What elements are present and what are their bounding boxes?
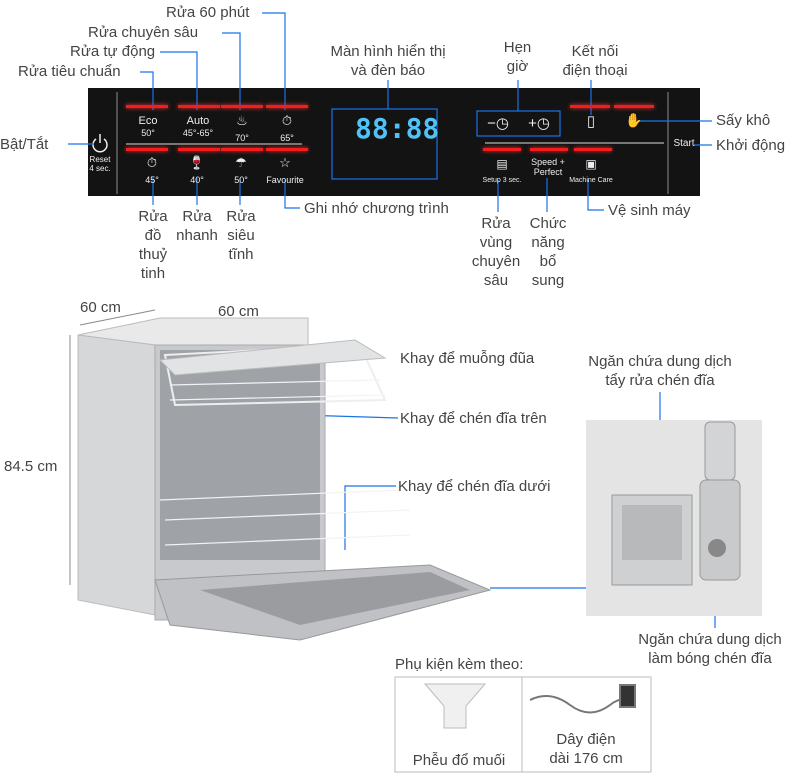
label-start: Khởi động [716,137,786,154]
start-button[interactable]: Start [673,138,695,149]
drying-icon[interactable]: ✋ [625,112,643,128]
salt-funnel-image [423,683,487,729]
power-icon [92,134,108,153]
label-cutlery-tray: Khay để muỗng đũa [400,350,535,367]
label-upper-rack: Khay để chén đĩa trên [400,410,547,427]
quick-button[interactable]: 🍷40° [188,155,206,185]
dimension-width: 60 cm [218,303,259,320]
label-intensive: Rửa chuyên sâu [88,24,199,41]
label-dry: Sấy khô [716,112,771,129]
label-lower-rack: Khay để chén đĩa dưới [398,478,551,495]
dimension-height: 84.5 cm [4,458,58,475]
favourite-button[interactable]: ☆Favourite [266,155,304,185]
machine-care-button[interactable]: ▣Machine Care [569,157,613,184]
label-eco: Rửa tiêu chuẩn [18,63,121,80]
label-60min: Rửa 60 phút [166,4,250,21]
intensive-button[interactable]: ♨70° [235,113,249,143]
accessories-box [394,676,652,773]
label-machine-care: Vệ sinh máy [608,202,691,219]
dimension-depth: 60 cm [80,299,121,316]
reset-label: Reset [89,155,111,164]
phone-connect-icon[interactable]: ▯ [586,113,596,130]
label-power: Bật/Tắt [0,136,49,153]
silence-button[interactable]: ☂50° [234,155,248,185]
reset-sec: 4 sec. [89,164,111,173]
speed-perfect-button[interactable]: Speed +Perfect [531,157,565,177]
setup-button[interactable]: ▤Setup 3 sec. [482,157,522,184]
display-digits: 88:88 [355,112,440,145]
label-auto: Rửa tự động [70,43,156,60]
display-screen [331,108,438,180]
glass-button[interactable]: ⏱45° [145,155,159,185]
timer-plus-button[interactable]: +◷ [528,115,550,132]
dispenser-photo [586,420,762,616]
timer-minus-button[interactable]: −◷ [487,115,509,132]
accessories-title: Phụ kiện kèm theo: [395,656,524,673]
dishwasher-image [77,317,492,641]
label-favourite: Ghi nhớ chương trình [304,200,449,217]
accessory-funnel-label: Phễu đổ muối [412,752,506,769]
power-cord-image [529,684,636,714]
one-hour-button[interactable]: ⏱65° [280,113,294,143]
